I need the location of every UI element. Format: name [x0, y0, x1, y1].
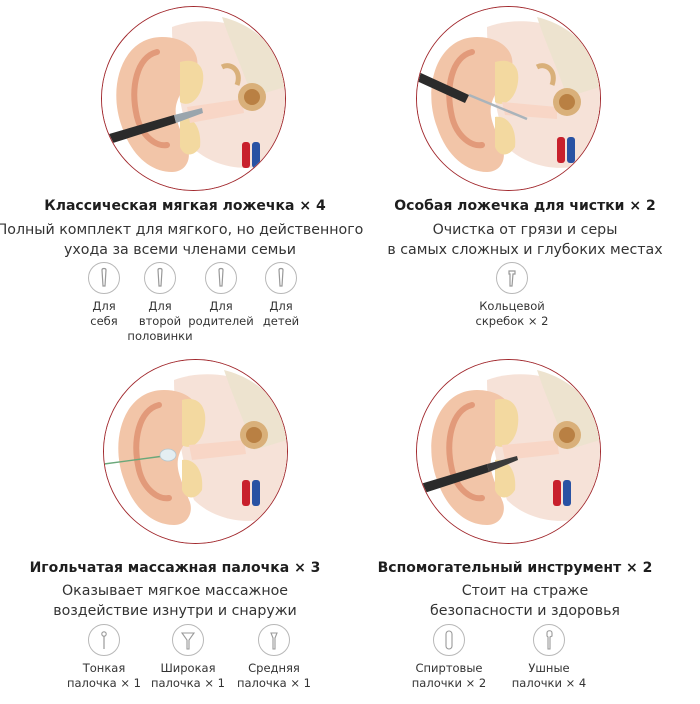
tool-list: Для себя Для второй половинки Для родите…	[0, 262, 350, 344]
tool-label: Для себя	[90, 299, 118, 328]
section-special-cleaning-spoon: Особая ложечка для чистки × 2 Очистка от…	[350, 0, 700, 350]
tool-item: Спиртовые палочки × 2	[404, 624, 494, 691]
section-description: Стоит на страже безопасности и здоровья	[350, 581, 700, 621]
tool-list: Кольцевой скребок × 2	[350, 262, 700, 342]
section-description: Очистка от грязи и серы в самых сложных …	[350, 220, 700, 260]
description-line: Очистка от грязи и серы	[432, 222, 618, 238]
tool-list: Спиртовые палочки × 2 Ушные палочки × 4	[350, 624, 700, 704]
tool-label: Широкая палочка × 1	[150, 661, 225, 690]
ear-swab-icon	[533, 624, 565, 656]
tool-label: Для родителей	[188, 299, 254, 328]
tool-item: Для детей	[236, 262, 326, 329]
soft-spoon-icon	[265, 262, 297, 294]
tool-label: Ушные палочки × 4	[511, 661, 587, 690]
tool-label: Кольцевой скребок × 2	[475, 299, 549, 328]
section-needle-massage-stick: Игольчатая массажная палочка × 3 Оказыва…	[0, 350, 350, 700]
section-title: Вспомогательный инструмент × 2	[377, 560, 653, 576]
section-title: Игольчатая массажная палочка × 3	[29, 560, 321, 576]
tool-item: Широкая палочка × 1	[143, 624, 233, 691]
section-auxiliary-tool: Вспомогательный инструмент × 2 Стоит на …	[350, 350, 700, 700]
tool-label: Спиртовые палочки × 2	[411, 661, 487, 690]
tool-list: Тонкая палочка × 1 Широкая палочка × 1 С…	[0, 624, 350, 704]
description-line: в самых сложных и глубоких местах	[387, 242, 663, 258]
tool-item: Для родителей	[176, 262, 266, 329]
tool-label: Тонкая палочка × 1	[66, 661, 141, 690]
tool-label: Средняя палочка × 1	[236, 661, 311, 690]
tool-item: Тонкая палочка × 1	[59, 624, 149, 691]
tool-item: Кольцевой скребок × 2	[467, 262, 557, 329]
soft-spoon-icon	[205, 262, 237, 294]
description-line: ухода за всеми членами семьи	[64, 242, 296, 258]
description-line: Оказывает мягкое массажное	[61, 583, 289, 599]
section-title: Особая ложечка для чистки × 2	[394, 198, 656, 214]
tool-label: Для детей	[262, 299, 300, 328]
ear-anatomy-image	[102, 7, 285, 190]
section-title: Классическая мягкая ложечка × 4	[44, 198, 326, 214]
description-line: Полный комплект для мягкого, но действен…	[0, 222, 364, 238]
ear-illustration-auxiliary	[416, 359, 601, 544]
tool-item: Средняя палочка × 1	[229, 624, 319, 691]
ear-anatomy-image	[417, 360, 600, 543]
alcohol-swab-icon	[433, 624, 465, 656]
ear-anatomy-image	[104, 360, 287, 543]
description-line: Стоит на страже	[461, 583, 589, 599]
thin-stick-icon	[88, 624, 120, 656]
section-classic-soft-spoon: Классическая мягкая ложечка × 4 Полный к…	[0, 0, 363, 350]
description-line: безопасности и здоровья	[430, 603, 620, 619]
ring-scraper-icon	[496, 262, 528, 294]
ear-illustration-massage	[103, 359, 288, 544]
section-description: Полный комплект для мягкого, но действен…	[0, 220, 366, 260]
tool-item: Для второй половинки	[115, 262, 205, 344]
tool-item: Для себя	[59, 262, 149, 329]
wide-stick-icon	[172, 624, 204, 656]
soft-spoon-icon	[88, 262, 120, 294]
ear-illustration-classic	[101, 6, 286, 191]
description-line: воздействие изнутри и снаружи	[53, 603, 297, 619]
section-description: Оказывает мягкое массажное воздействие и…	[0, 581, 350, 621]
soft-spoon-icon	[144, 262, 176, 294]
ear-anatomy-image	[417, 7, 600, 190]
ear-illustration-special	[416, 6, 601, 191]
tool-item: Ушные палочки × 4	[504, 624, 594, 691]
medium-stick-icon	[258, 624, 290, 656]
tool-label: Для второй половинки	[127, 299, 193, 343]
